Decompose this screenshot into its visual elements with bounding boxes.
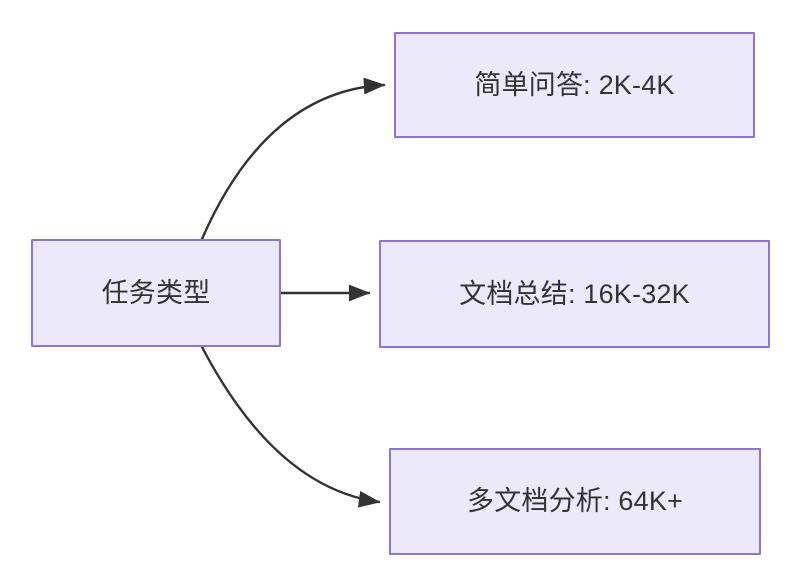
edge-root-to-simple-qa xyxy=(200,77,386,241)
node-multi-document-analysis[interactable]: 多文档分析: 64K+ xyxy=(389,448,761,555)
node-document-summary[interactable]: 文档总结: 16K-32K xyxy=(379,240,770,348)
node-multi-document-analysis-label: 多文档分析: 64K+ xyxy=(466,486,683,517)
node-document-summary-label: 文档总结: 16K-32K xyxy=(459,278,690,309)
edge-root-to-multi-doc xyxy=(200,345,381,508)
node-root-label: 任务类型 xyxy=(101,277,211,308)
node-simple-qa-label: 简单问答: 2K-4K xyxy=(474,69,675,100)
node-simple-qa[interactable]: 简单问答: 2K-4K xyxy=(394,32,755,138)
node-root-task-type[interactable]: 任务类型 xyxy=(31,239,281,347)
